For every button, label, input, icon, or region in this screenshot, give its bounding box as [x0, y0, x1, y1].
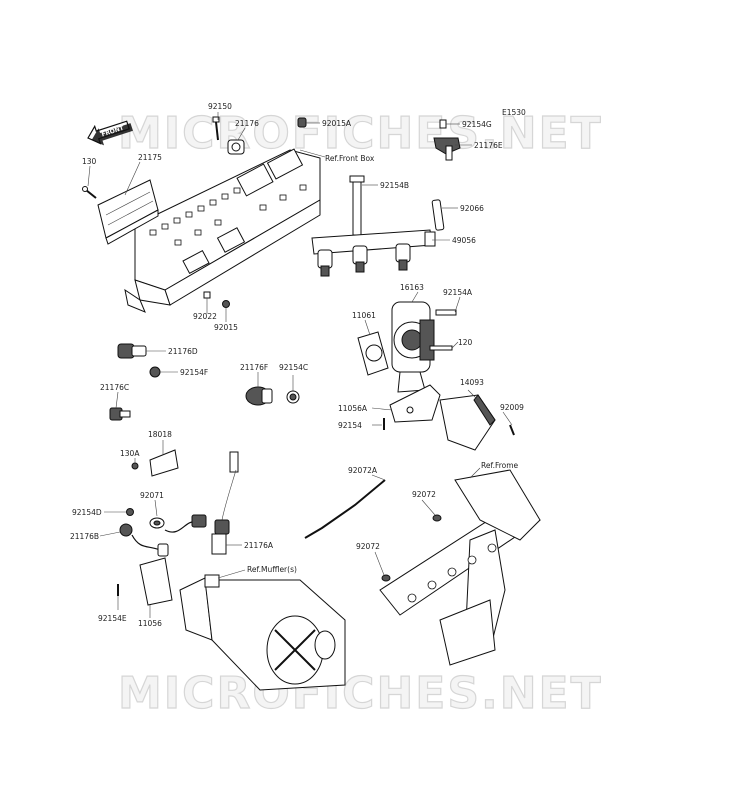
label-92154F: 92154F [180, 368, 208, 377]
label-92022: 92022 [193, 312, 217, 321]
nut-92154C [286, 390, 300, 404]
label-11056: 11056 [138, 619, 162, 628]
fuel-injector-1 [317, 249, 333, 277]
label-ref-frame: Ref.Frome [481, 461, 519, 470]
bolt-130-left [82, 186, 97, 199]
fuel-injector-2 [352, 245, 368, 273]
label-11056A: 11056A [338, 404, 368, 413]
sensor-21176B [119, 523, 169, 557]
grommet-92071 [149, 517, 165, 529]
callout-labels: 92150 21176 92015A Ref.Front Box E1530 9… [70, 102, 526, 628]
throttle-body [357, 301, 457, 393]
label-92154A: 92154A [443, 288, 473, 297]
label-92071: 92071 [140, 491, 164, 500]
connector-harness [164, 514, 207, 533]
label-21176-top: 21176 [235, 119, 259, 128]
grommet-92015A [297, 117, 307, 128]
watermark-top: MICROFICHES.NET [118, 108, 603, 159]
watermark-bottom: MICROFICHES.NET [118, 668, 603, 719]
frame-section [379, 469, 541, 666]
cover-14093 [439, 394, 496, 451]
sensor-21176D [117, 343, 147, 359]
label-92066: 92066 [460, 204, 484, 213]
label-49056: 49056 [452, 236, 476, 245]
fuel-injector-3 [395, 243, 411, 271]
front-box-bracket [124, 148, 321, 313]
label-92072-upper: 92072 [412, 490, 436, 499]
front-arrow-icon: FRONT [87, 120, 133, 146]
label-92009: 92009 [500, 403, 524, 412]
label-92072A: 92072A [348, 466, 378, 475]
bolt-92009 [509, 424, 515, 436]
label-21176F: 21176F [240, 363, 268, 372]
label-14093: 14093 [460, 378, 484, 387]
label-ref-front-box: Ref.Front Box [325, 154, 375, 163]
label-21176E: 21176E [474, 141, 503, 150]
label-92154: 92154 [338, 421, 362, 430]
label-E1530: E1530 [502, 108, 526, 117]
label-92154E: 92154E [98, 614, 127, 623]
oxygen-sensor-21176A [211, 451, 239, 555]
label-92015: 92015 [214, 323, 238, 332]
bolt-92154D [126, 508, 134, 516]
muffler [179, 574, 346, 691]
fuel-rail-assembly [311, 175, 445, 277]
sensor-21176C [109, 407, 131, 421]
sensor-21176E [433, 119, 461, 161]
label-130A: 130A [120, 449, 140, 458]
label-92015A: 92015A [322, 119, 352, 128]
label-92072-lower: 92072 [356, 542, 380, 551]
label-92154C: 92154C [279, 363, 308, 372]
label-21176D: 21176D [168, 347, 198, 356]
label-21175: 21175 [138, 153, 162, 162]
bracket-11056 [139, 557, 173, 606]
sensor-21176-top [227, 139, 245, 155]
label-130: 130 [82, 157, 97, 166]
label-21176C: 21176C [100, 383, 129, 392]
clip-92072-a [432, 514, 442, 522]
label-120: 120 [458, 338, 473, 347]
sensor-21176F [245, 386, 273, 406]
bolt-92150 [212, 116, 220, 141]
bolt-92154F [149, 366, 161, 378]
label-18018: 18018 [148, 430, 172, 439]
label-16163: 16163 [400, 283, 424, 292]
cable-92072A [304, 479, 386, 539]
label-21176A: 21176A [244, 541, 274, 550]
clip-92072-b [381, 574, 391, 582]
bolt-130A [131, 462, 139, 470]
ecu-unit [97, 179, 159, 245]
leader-lines [87, 112, 513, 618]
bracket-18018 [149, 449, 179, 477]
nut-92015 [222, 300, 230, 308]
label-92150: 92150 [208, 102, 232, 111]
label-92154G: 92154G [462, 120, 492, 129]
label-21176B: 21176B [70, 532, 99, 541]
bolt-92022 [203, 291, 211, 299]
label-92154B: 92154B [380, 181, 409, 190]
bracket-11056A [389, 384, 441, 423]
label-ref-muffler: Ref.Muffler(s) [247, 565, 297, 574]
label-92154D: 92154D [72, 508, 102, 517]
label-11061: 11061 [352, 311, 376, 320]
